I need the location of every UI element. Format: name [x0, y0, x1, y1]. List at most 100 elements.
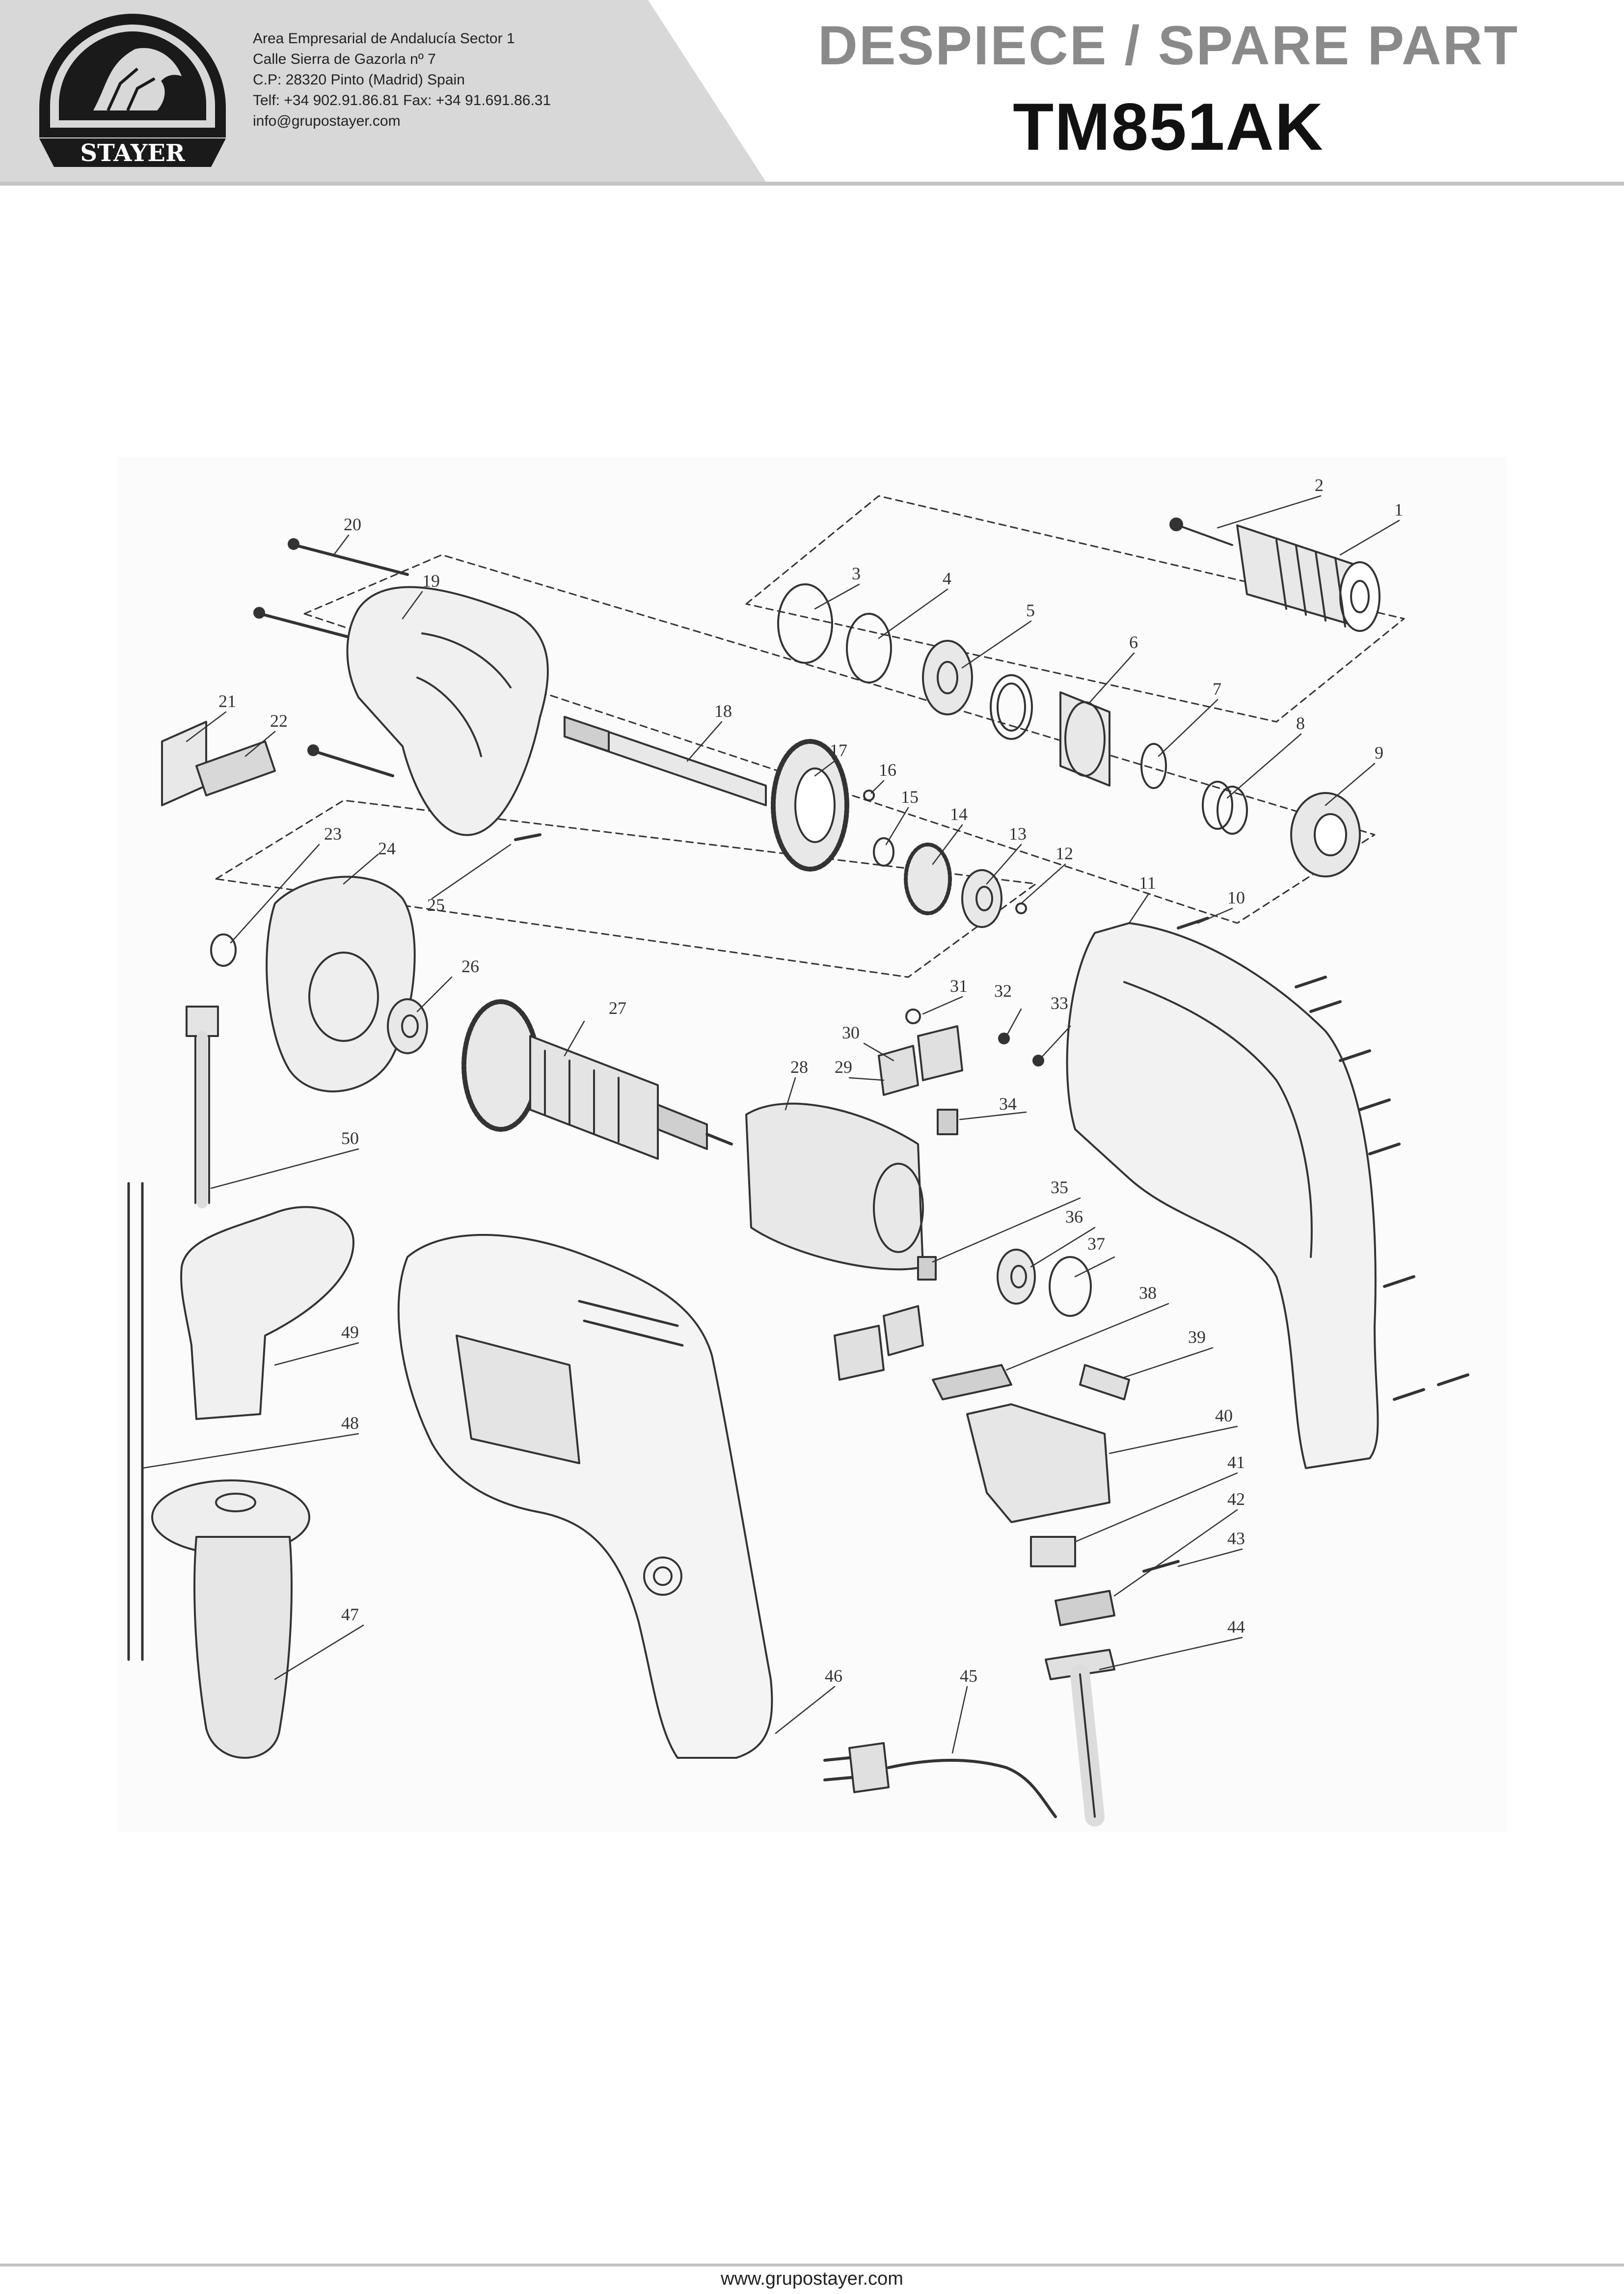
- rear-bearing-part: [997, 1249, 1036, 1305]
- callout-label: 32: [994, 981, 1012, 1001]
- callout-label: 10: [1227, 888, 1245, 907]
- switch-part: [966, 1403, 1110, 1523]
- callout-label: 40: [1215, 1406, 1233, 1425]
- callout-label: 6: [1129, 632, 1138, 652]
- brush-holder-part: [878, 1045, 919, 1096]
- model-number: TM851AK: [1013, 89, 1324, 164]
- callout-label: 22: [270, 711, 288, 731]
- stator-part: [745, 1102, 924, 1271]
- gear-housing-part: [346, 586, 549, 836]
- washer-part: [846, 613, 892, 683]
- spindle-part: [564, 716, 767, 806]
- callout-label: 17: [830, 740, 847, 760]
- screw-part: [1437, 1373, 1469, 1386]
- callout-label: 24: [378, 839, 396, 858]
- small-gear-part: [904, 843, 952, 915]
- callout-label: 42: [1227, 1489, 1245, 1509]
- callout-label: 5: [1026, 601, 1035, 620]
- callout-label: 30: [842, 1023, 860, 1042]
- large-gear-part: [771, 739, 849, 872]
- housing-screw-part: [253, 538, 409, 777]
- pin-part: [1015, 902, 1027, 914]
- cord-clamp-part: [1030, 1536, 1076, 1567]
- cover-washer-part: [210, 933, 237, 967]
- callout-label: 36: [1065, 1207, 1083, 1227]
- callout-label: 8: [1296, 713, 1305, 733]
- plate-part: [161, 721, 207, 806]
- motor-housing-half-part: [1066, 922, 1379, 1469]
- callout-label: 26: [461, 956, 479, 976]
- o-ring-part: [990, 674, 1033, 740]
- stayer-logo: STAYER: [39, 14, 226, 167]
- callout-label: 44: [1227, 1617, 1245, 1637]
- callout-label: 20: [344, 515, 361, 534]
- power-cord-part: [823, 1742, 1057, 1818]
- callout-label: 13: [1009, 824, 1027, 844]
- callout-label: 47: [341, 1605, 359, 1624]
- callout-label: 48: [341, 1413, 359, 1433]
- callout-label: 11: [1139, 873, 1156, 893]
- callout-label: 18: [714, 701, 732, 721]
- screw-part: [1309, 1000, 1342, 1013]
- callout-label: 39: [1188, 1327, 1206, 1347]
- screw-part: [1358, 1098, 1391, 1111]
- callout-label: 45: [960, 1666, 977, 1686]
- ball-part: [863, 790, 875, 801]
- capacitor-part: [1079, 1364, 1130, 1400]
- document-title: DESPIECE / SPARE PART: [818, 15, 1519, 76]
- chuck-screw-part: [1169, 518, 1233, 546]
- callout-label: 23: [324, 824, 342, 844]
- header: STAYER Area Empresarial de Andalucía Sec…: [0, 0, 1624, 182]
- screw-part: [1383, 1275, 1415, 1288]
- callout-label: 21: [218, 691, 236, 711]
- cable-guard-part: [1055, 1590, 1115, 1626]
- auxiliary-handle-part: [151, 1479, 310, 1759]
- carbon-brush-part: [937, 1109, 958, 1135]
- switch-button-part: [932, 1364, 1012, 1400]
- assembly-frame-gearbox: [303, 554, 1376, 924]
- callout-label: 49: [341, 1322, 359, 1342]
- callout-label: 50: [341, 1128, 359, 1148]
- callout-label: 31: [950, 976, 968, 996]
- armature-bearing-part: [387, 998, 428, 1054]
- housing-assembly-part: [397, 1234, 773, 1759]
- screw-part: [1368, 1143, 1401, 1155]
- company-address: Area Empresarial de Andalucía Sector 1 C…: [253, 28, 646, 132]
- address-line: Calle Sierra de Gazorla nº 7: [253, 51, 436, 67]
- callout-label: 25: [427, 895, 445, 915]
- screw-part: [1295, 976, 1327, 988]
- small-washer-part: [873, 837, 894, 867]
- depth-gauge-part: [127, 1182, 144, 1661]
- dowel-pin-part: [514, 833, 541, 841]
- gear-cover-part: [266, 875, 416, 1092]
- address-line: Area Empresarial de Andalucía Sector 1: [253, 30, 515, 47]
- assembly-frame-chuck: [745, 495, 1405, 723]
- callout-label: 7: [1213, 679, 1221, 699]
- spacer-part: [922, 640, 973, 715]
- small-bearing-part: [961, 869, 1002, 928]
- callout-label: 28: [790, 1057, 808, 1077]
- screw-part: [1142, 1560, 1180, 1573]
- footer-divider: [0, 2264, 1624, 2267]
- callout-label: 34: [999, 1094, 1017, 1114]
- spring-washer-part: [1202, 781, 1233, 830]
- callout-label: 15: [901, 787, 919, 807]
- callout-label: 46: [825, 1666, 842, 1686]
- switch-cover-part: [195, 740, 276, 796]
- screw-part: [1393, 1388, 1425, 1401]
- callout-label: 35: [1051, 1177, 1068, 1197]
- brush-holder-part: [917, 1025, 963, 1081]
- callout-label: 43: [1227, 1529, 1245, 1548]
- chuck-part: [1236, 524, 1380, 632]
- callout-labels: 1 2 3 4 5 6 7 8 9 10 11 12 13 14 15 16 1…: [218, 475, 1403, 1686]
- carbon-brush-part: [917, 1256, 937, 1281]
- callout-label: 12: [1056, 844, 1073, 863]
- assembly-frame-gearcover: [215, 799, 1037, 978]
- clamp-bolt-part: [186, 1006, 219, 1208]
- footer-website[interactable]: www.grupostayer.com: [721, 2268, 903, 2289]
- address-line: C.P: 28320 Pinto (Madrid) Spain: [253, 72, 465, 88]
- callout-label: 2: [1315, 475, 1324, 495]
- sleeve-part: [1059, 691, 1110, 787]
- contact-email: info@grupostayer.com: [253, 113, 401, 129]
